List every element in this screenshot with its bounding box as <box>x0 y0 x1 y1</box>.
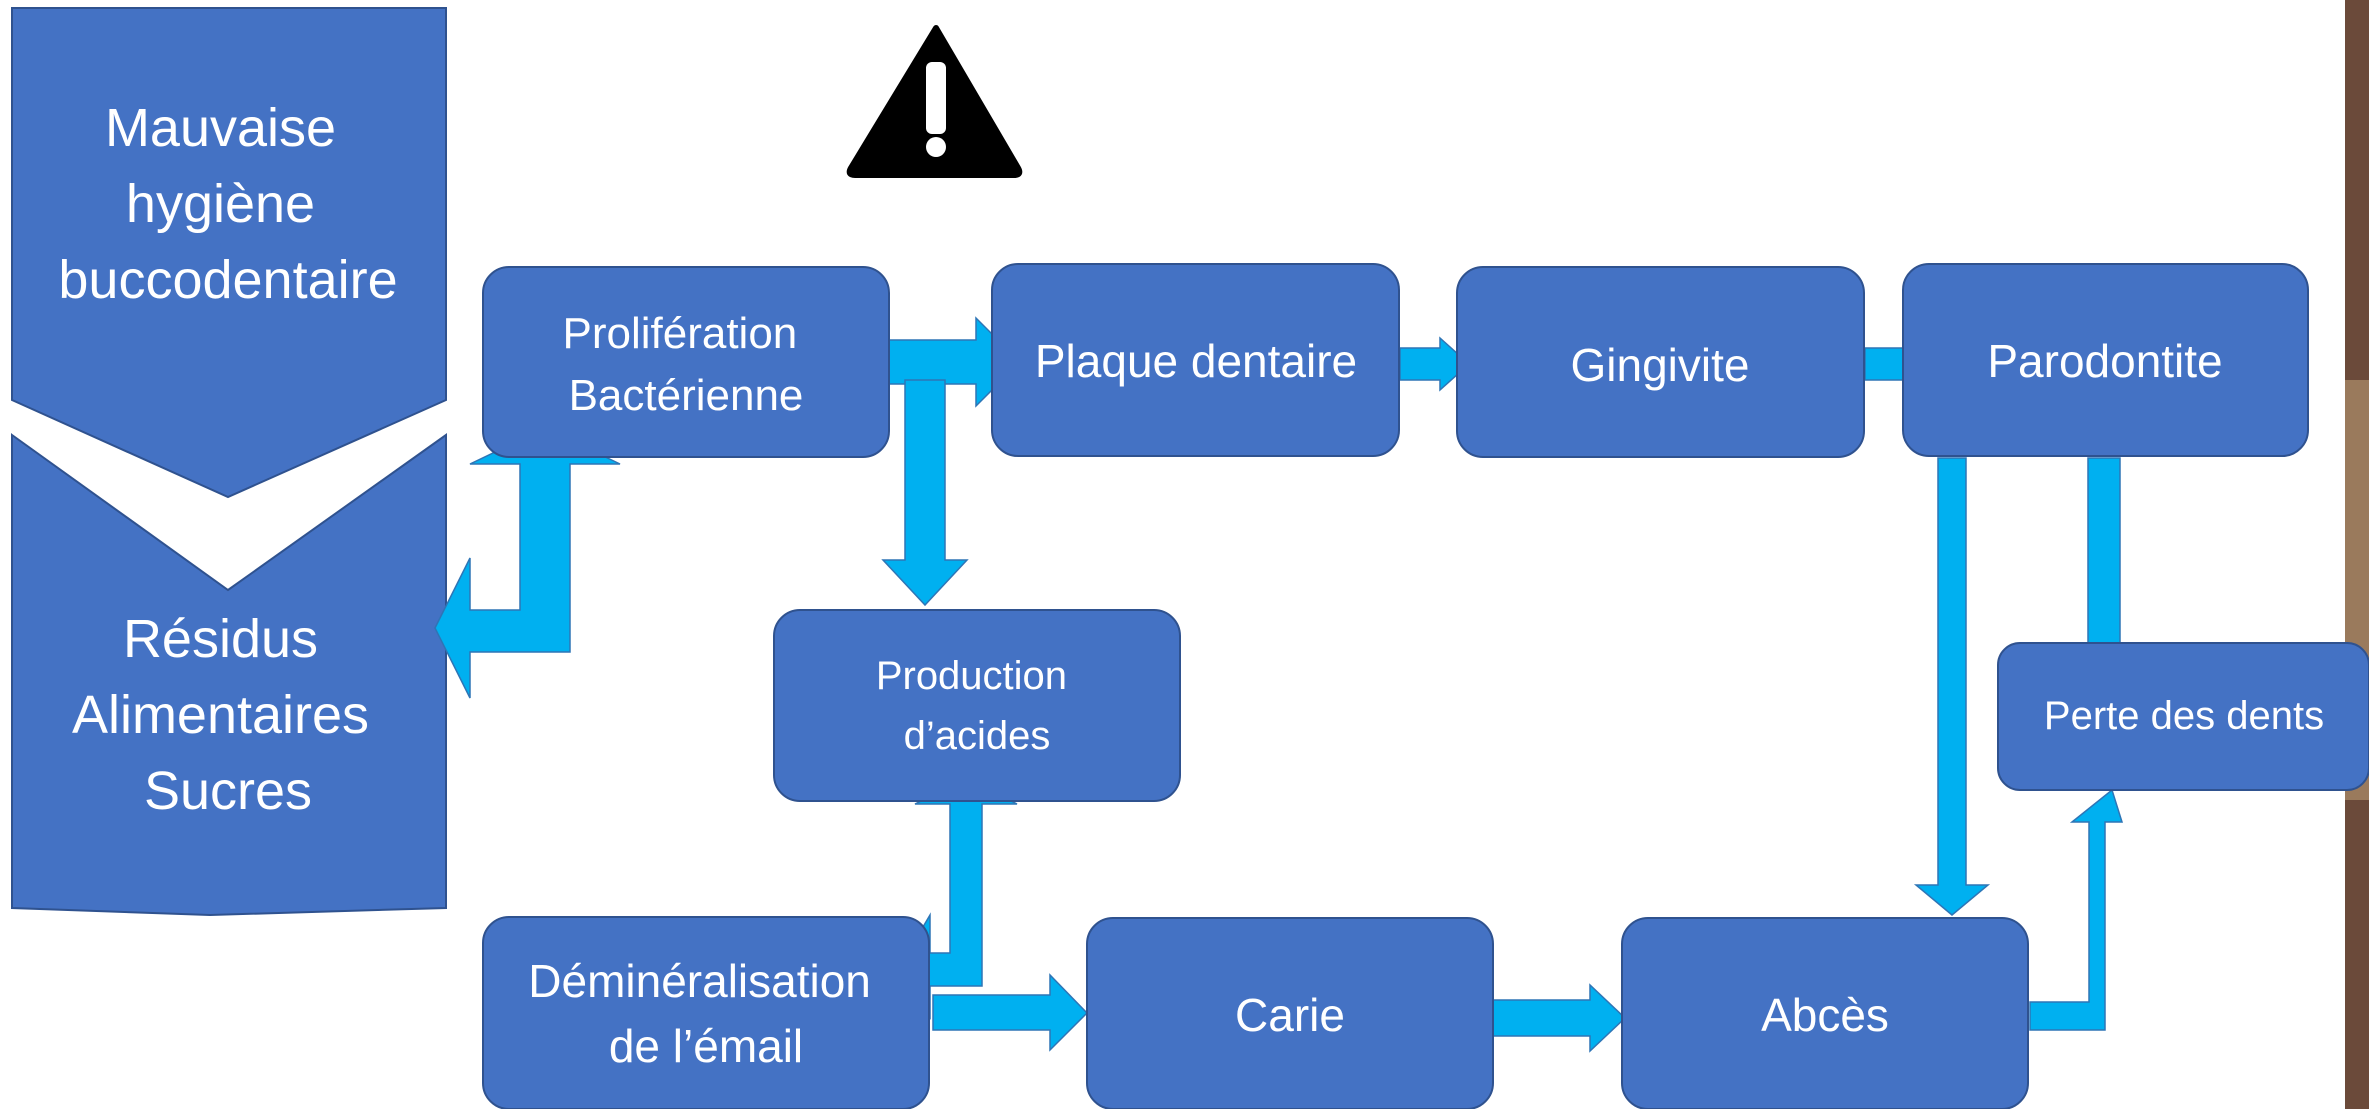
warning-triangle-icon <box>846 25 1023 178</box>
node-carie-label: Carie <box>1235 989 1345 1041</box>
node-production-label: Production d’acides <box>876 654 1078 758</box>
arrow-demineralisation-carie <box>932 973 1089 1052</box>
arrow-carie-abces <box>1492 983 1627 1053</box>
arrow-parodontite-abces <box>1913 457 1991 916</box>
arrow-residus-proliferation <box>434 427 621 699</box>
chevron-bottom-shape <box>11 433 447 917</box>
node-demineralisation-box <box>482 916 930 1109</box>
arrow-plaque-gingivite <box>1399 336 1471 392</box>
arrow-to-production <box>881 379 969 607</box>
node-demineralisation-label: Déminéralisation de l’émail <box>528 955 883 1072</box>
node-plaque-label: Plaque dentaire <box>1035 335 1357 387</box>
node-parodontite-box <box>1902 263 2309 457</box>
node-carie-box <box>1086 917 1494 1109</box>
node-abces-box <box>1621 917 2029 1109</box>
node-gingivite-label: Gingivite <box>1571 339 1750 391</box>
arrow-abces-perte <box>2029 788 2124 1031</box>
chevron-top-label: Mauvaise hygiène buccodentaire <box>58 98 397 310</box>
node-plaque-box <box>991 263 1400 457</box>
node-proliferation-box <box>482 266 890 458</box>
chevron-top-shape <box>11 7 447 499</box>
chevron-bottom-label: Résidus Alimentaires Sucres <box>72 609 384 821</box>
node-abces-label: Abcès <box>1761 989 1889 1041</box>
boxes <box>482 263 2369 1109</box>
node-proliferation-label: Prolifération Bactérienne <box>562 309 809 420</box>
node-perte-label: Perte des dents <box>2044 694 2324 738</box>
node-production-box <box>773 609 1181 802</box>
node-gingivite-box <box>1456 266 1865 458</box>
node-parodontite-label: Parodontite <box>1987 335 2222 387</box>
node-perte-box <box>1997 642 2369 791</box>
